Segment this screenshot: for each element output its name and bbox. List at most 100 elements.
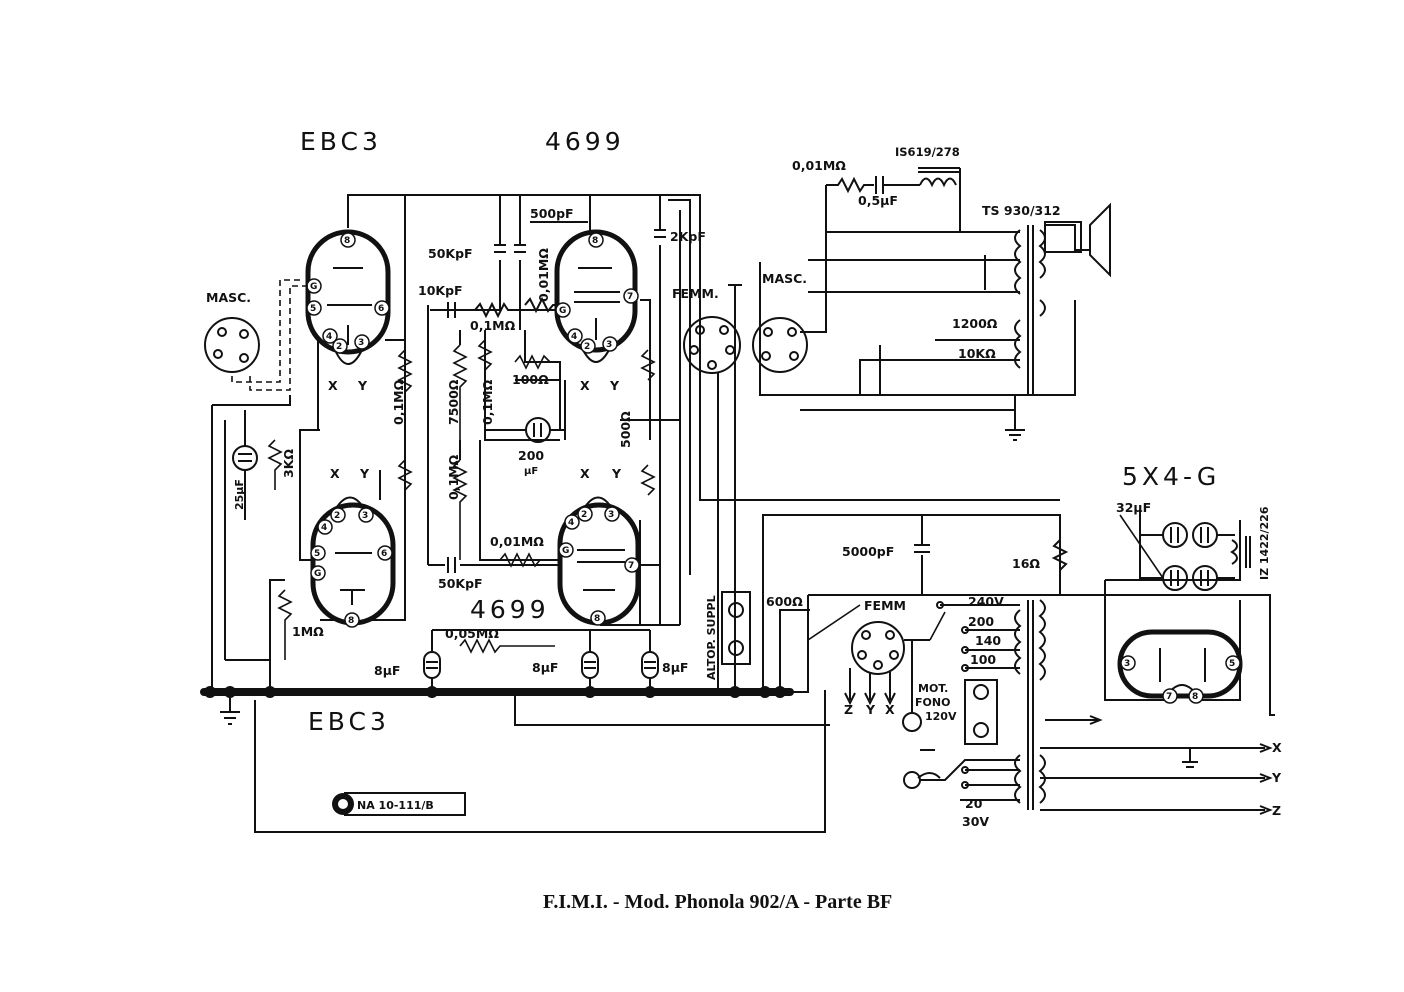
svg-text:8: 8 [344,236,350,246]
connector-femm-lower [807,604,930,706]
r-001m-out-label: 0,01MΩ [792,158,846,173]
svg-text:2: 2 [336,342,342,352]
t-iz-label: IZ 1422/226 [1258,506,1271,580]
svg-text:G: G [559,306,566,316]
c-05uf-label: 0,5μF [858,193,898,208]
svg-text:7: 7 [628,561,634,571]
tube-label-4699-bottom: 4699 [470,595,550,624]
filter-caps-32uf [1119,514,1251,591]
c-200uf-2-label: μF [524,466,538,477]
r-16-label: 16Ω [1012,556,1040,571]
c-50kpf-bot-label: 50KpF [438,576,483,591]
svg-text:3: 3 [1124,659,1130,669]
c-2kpf-label: 2KpF [670,229,706,244]
out-y-label: Y [1271,770,1282,785]
svg-text:6: 6 [378,304,384,314]
heater-y-1: Y [357,378,368,393]
wiring-bottom-return [254,690,826,833]
r-01m-b-label: 0,1MΩ [391,379,406,425]
capacitors-middle [232,229,666,573]
r-001m-top-label: 0,01MΩ [536,248,551,302]
diagram-caption: F.I.M.I. - Mod. Phonola 902/A - Parte BF [543,891,892,913]
svg-text:G: G [562,546,569,556]
svg-text:3: 3 [362,511,368,521]
c-8uf-3-label: 8μF [662,660,688,675]
fono-z-label: Z [844,702,853,717]
c-32uf-label: 32μF [1116,500,1151,515]
r-01m-d-label: 0,1MΩ [446,454,461,500]
tap-240-label: 240V [968,594,1004,609]
output-transformer [1014,202,1111,395]
r-001m-bot-label: 0,01MΩ [490,534,544,549]
svg-text:3: 3 [608,510,614,520]
connector-masc-right [752,185,1076,411]
tube-label-4699-top: 4699 [545,127,625,156]
svg-text:3: 3 [606,340,612,350]
svg-text:2: 2 [584,342,590,352]
heater-y-4: Y [611,466,622,481]
svg-text:8: 8 [592,236,598,246]
svg-text:3: 3 [358,338,364,348]
r-7500-label: 7500Ω [446,379,461,425]
masc-right-label: MASC. [762,271,807,286]
connector-masc-left [204,279,308,695]
heater-x-2: X [580,378,590,393]
tube-label-ebc3-bottom: EBC3 [308,707,390,736]
c-50kpf-top-label: 50KpF [428,246,473,261]
r-01m-a-label: 0,1MΩ [470,318,516,333]
svg-text:8: 8 [1192,692,1198,702]
r-10k-label: 10KΩ [958,346,996,361]
svg-text:5: 5 [310,304,316,314]
svg-text:2: 2 [334,511,340,521]
fono-label: FONO [915,696,950,709]
c-5000pf-label: 5000pF [842,544,894,559]
reference-plate [332,792,466,816]
r-3k-label: 3KΩ [281,449,296,478]
svg-text:4: 4 [326,332,332,342]
ground-symbol-right [1005,410,1025,441]
r-1m-label: 1MΩ [292,624,324,639]
tube-label-5x4g: 5X4-G [1122,462,1220,491]
fono-x-label: X [885,702,895,717]
electrolytic-caps [423,629,659,692]
r-100-label: 100Ω [512,372,549,387]
connector-altop-suppl [721,591,751,665]
c-8uf-1-label: 8μF [374,663,400,678]
altop-suppl-label: ALTOP. SUPPL [705,595,718,680]
fono-120v-label: 120V [925,710,957,723]
masc-left-label: MASC. [206,290,251,305]
connector-mot-fono [902,640,998,745]
c-10kpf-label: 10KpF [418,283,463,298]
tone-network [826,167,961,232]
r-500-label: 500Ω [618,411,633,448]
tube-5x4g: 3 5 7 8 [1117,629,1243,704]
t-is619-label: IS619/278 [895,145,960,159]
tube-ebc3-top: 8 G 5 6 4 2 3 [305,229,391,365]
c-200uf-1-label: 200 [518,448,544,463]
connector-femm-upper [683,284,742,692]
svg-text:2: 2 [581,510,587,520]
tap-100-label: 100 [970,652,996,667]
resistors-middle [267,339,656,660]
svg-text:4: 4 [321,523,327,533]
r-01m-c-label: 0,1MΩ [480,379,495,425]
femm-upper-label: FEMM. [672,286,719,301]
r-005m-label: 0,05MΩ [445,626,499,641]
svg-text:7: 7 [1166,692,1172,702]
r-1200-label: 1200Ω [952,316,998,331]
heater-y-3: Y [359,466,370,481]
tube-ebc3-bottom: 4 2 3 5 6 G 8 [310,496,396,628]
heater-x-1: X [328,378,338,393]
heater-y-2: Y [609,378,620,393]
svg-text:5: 5 [314,549,320,559]
tap-140-label: 140 [975,633,1001,648]
c-500pf-label: 500pF [530,206,574,221]
ref-na-label: NA 10-111/B [357,799,434,812]
svg-text:8: 8 [348,616,354,626]
heater-x-3: X [330,466,340,481]
out-z-label: Z [1272,803,1281,818]
t-ts930-label: TS 930/312 [982,203,1061,218]
out-x-label: X [1272,740,1282,755]
svg-text:4: 4 [571,332,577,342]
